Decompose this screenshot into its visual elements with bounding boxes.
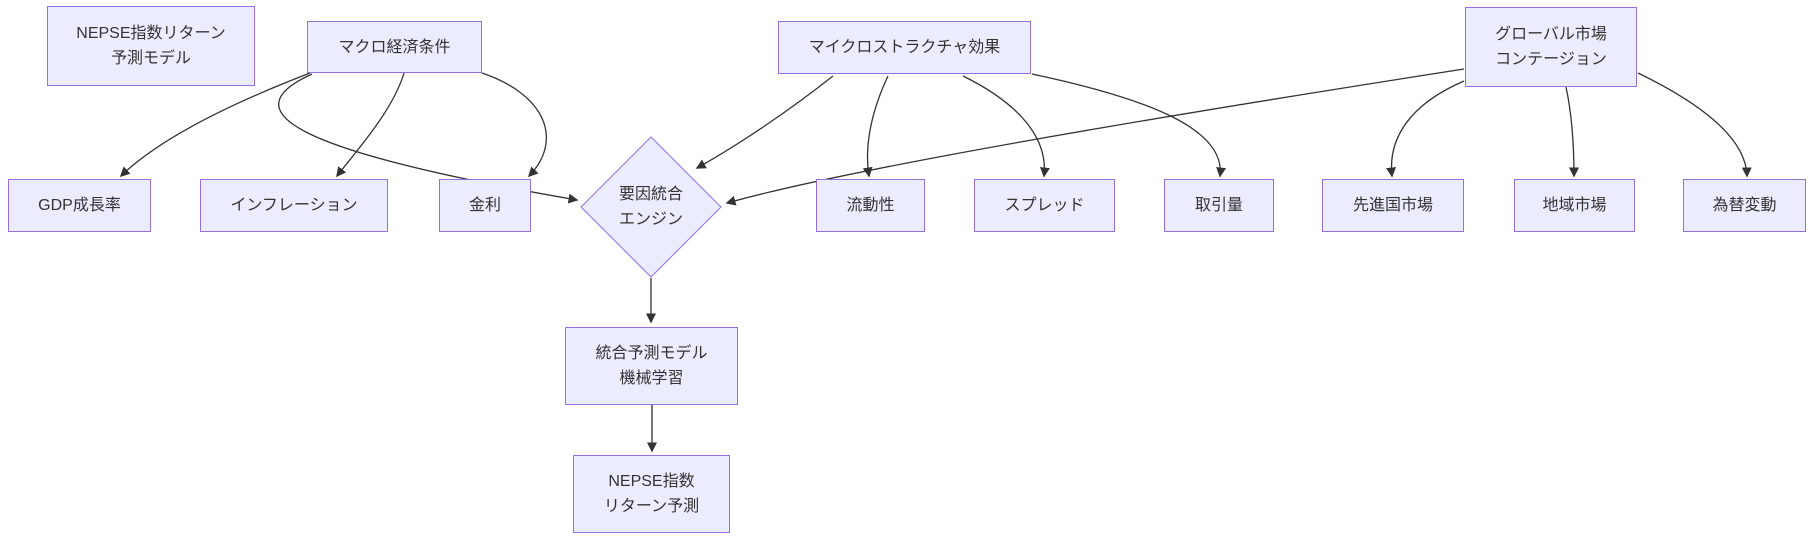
node-prediction: NEPSE指数 リターン予測 [573,455,730,533]
node-macro-label: マクロ経済条件 [338,38,451,56]
edge-macro-interest [481,72,547,178]
node-fx: 為替変動 [1683,179,1806,232]
node-model-label: 統合予測モデル 機械学習 [595,345,708,387]
node-liquidity-label: 流動性 [846,197,895,214]
edge-micro-volume [1031,73,1227,178]
node-global: グローバル市場 コンテージョン [1465,7,1637,87]
edge-micro-engine [695,75,834,169]
node-volume-label: 取引量 [1194,197,1243,214]
engine-diamond-shape [580,136,722,278]
node-micro-label: マイクロストラクチャ効果 [808,39,1001,56]
node-global-label: グローバル市場 コンテージョン [1495,26,1607,68]
edge-global-regional [1565,86,1579,178]
node-engine: 要因統合 エンジン [581,137,721,277]
edge-macro-gdp [119,72,311,178]
node-micro: マイクロストラクチャ効果 [778,21,1031,74]
edge-global-fx [1637,72,1752,178]
edge-global-developed [1386,80,1465,178]
node-gdp: GDP成長率 [8,179,151,232]
node-interest-label: 金利 [468,197,501,214]
node-fx-label: 為替変動 [1712,197,1777,214]
node-prediction-label: NEPSE指数 リターン予測 [603,473,700,515]
node-spread: スプレッド [974,179,1115,232]
edge-global-engine [725,68,1465,206]
node-interest: 金利 [439,179,531,232]
node-regional: 地域市場 [1514,179,1635,232]
node-title-label: NEPSE指数リターン 予測モデル [76,25,226,67]
node-gdp-label: GDP成長率 [38,197,121,214]
edge-macro-inflation [336,72,405,178]
node-volume: 取引量 [1164,179,1274,232]
edge-micro-spread [962,75,1050,178]
node-developed: 先進国市場 [1322,179,1464,232]
node-developed-label: 先進国市場 [1352,197,1433,214]
node-macro: マクロ経済条件 [307,21,482,73]
node-liquidity: 流動性 [816,179,925,232]
node-regional-label: 地域市場 [1542,197,1607,214]
node-inflation-label: インフレーション [230,197,358,214]
node-title: NEPSE指数リターン 予測モデル [47,6,255,86]
node-model: 統合予測モデル 機械学習 [565,327,738,405]
edge-micro-liquidity [862,75,889,178]
node-inflation: インフレーション [200,179,388,232]
node-spread-label: スプレッド [1004,197,1085,214]
node-engine-label: 要因統合 エンジン [618,186,683,228]
